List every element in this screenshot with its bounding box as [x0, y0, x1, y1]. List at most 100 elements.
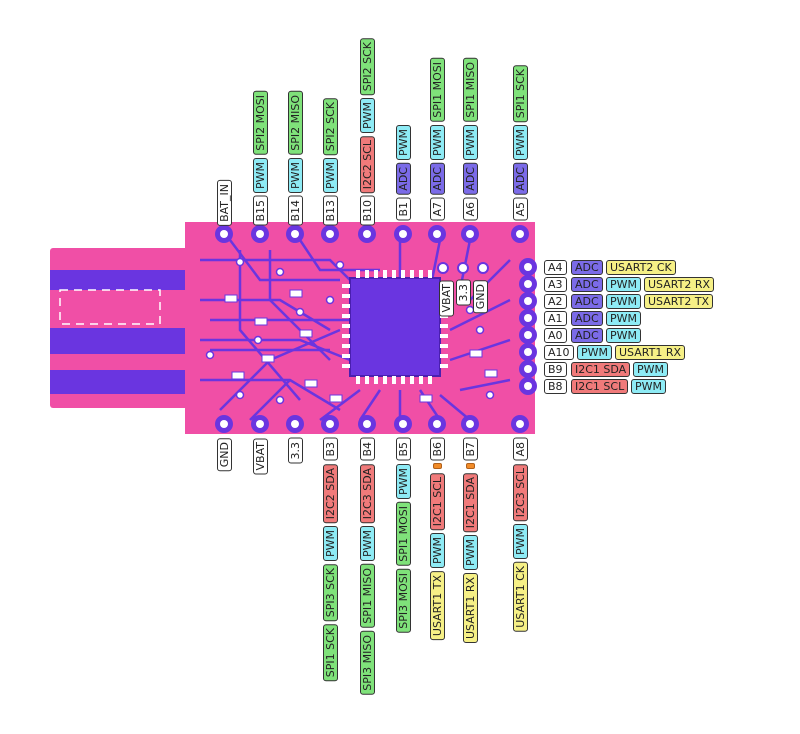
func-spi3-mosi: SPI3 MOSI	[396, 569, 411, 633]
func-adc: ADC	[513, 163, 528, 195]
func-i2c1-scl: I2C1 SCL	[571, 379, 629, 394]
chip-pin	[419, 270, 423, 278]
chip-pin	[410, 376, 414, 384]
func-pwm: PWM	[606, 294, 642, 309]
func-pwm: PWM	[360, 526, 375, 562]
chip-pin	[428, 376, 432, 384]
func-usart1-rx: USART1 RX	[615, 345, 685, 360]
pin-marker	[466, 463, 475, 469]
func-pwm: PWM	[288, 158, 303, 194]
func-usart1-ck: USART1 CK	[513, 562, 528, 632]
chip-pin	[440, 344, 448, 348]
bottom-pad-hole	[399, 420, 407, 428]
func-pwm: PWM	[463, 535, 478, 571]
smd-component	[261, 354, 275, 363]
pin-label-b10: B10	[360, 196, 375, 226]
func-spi2-miso: SPI2 MISO	[288, 91, 303, 155]
func-pwm: PWM	[323, 158, 338, 194]
side-pad-hole	[524, 365, 532, 373]
func-adc: ADC	[571, 328, 603, 343]
smd-component	[484, 369, 498, 378]
chip-pin	[440, 364, 448, 368]
pin-label-vbat: VBAT	[253, 438, 268, 475]
usb-stripe	[50, 370, 200, 394]
usb-stripe	[50, 270, 200, 290]
pin-label-b1: B1	[396, 198, 411, 221]
func-pwm: PWM	[396, 125, 411, 161]
pin-label-gnd: GND	[217, 438, 232, 472]
func-pwm: PWM	[430, 533, 445, 569]
func-pwm: PWM	[253, 158, 268, 194]
chip-pin	[342, 284, 350, 288]
top-pad-hole	[466, 230, 474, 238]
trace	[449, 298, 511, 332]
top-pad-hole	[433, 230, 441, 238]
func-spi1-miso: SPI1 MISO	[463, 58, 478, 122]
func-pwm: PWM	[323, 526, 338, 562]
func-i2c2-sda: I2C2 SDA	[323, 464, 338, 524]
pin-label-a2: A2	[544, 294, 567, 309]
pin-label-b8: B8	[544, 379, 567, 394]
chip-pin	[401, 376, 405, 384]
func-usart2-ck: USART2 CK	[606, 260, 676, 275]
pin-label-a3: A3	[544, 277, 567, 292]
chip-pin	[342, 304, 350, 308]
top-pad-hole	[399, 230, 407, 238]
smd-component	[469, 349, 483, 358]
pin-label-b13: B13	[323, 196, 338, 226]
func-pwm: PWM	[513, 125, 528, 161]
func-adc: ADC	[463, 163, 478, 195]
side-pad-hole	[524, 263, 532, 271]
bottom-pad-hole	[256, 420, 264, 428]
chip-pin	[365, 270, 369, 278]
func-pwm: PWM	[577, 345, 613, 360]
bottom-pad-hole	[220, 420, 228, 428]
chip-pin	[342, 344, 350, 348]
side-pad-hole	[524, 348, 532, 356]
func-pwm: PWM	[430, 125, 445, 161]
func-spi1-sck: SPI1 SCK	[513, 65, 528, 123]
mcu-chip	[349, 277, 441, 377]
bottom-pad-hole	[466, 420, 474, 428]
trace	[268, 250, 331, 361]
func-adc: ADC	[571, 277, 603, 292]
pin-label-b4: B4	[360, 438, 375, 461]
side-pad-hole	[524, 280, 532, 288]
func-spi1-mosi: SPI1 MOSI	[396, 502, 411, 566]
smd-component	[419, 394, 433, 403]
pin-label-b7: B7	[463, 438, 478, 461]
pin-label-b15: B15	[253, 196, 268, 226]
bottom-pad-hole	[363, 420, 371, 428]
smd-component	[299, 329, 313, 338]
func-pwm: PWM	[606, 277, 642, 292]
func-i2c1-sda: I2C1 SDA	[463, 473, 478, 533]
func-pwm: PWM	[606, 328, 642, 343]
chip-pin	[401, 270, 405, 278]
silk-3v3-label: 3.3	[456, 280, 471, 306]
silk-vbat-label: VBAT	[439, 280, 454, 317]
pin-label-b9: B9	[544, 362, 567, 377]
pin-label-3-3: 3.3	[288, 438, 303, 464]
pin-label-b14: B14	[288, 196, 303, 226]
trace	[200, 338, 351, 362]
via	[253, 335, 263, 345]
pin-label-bat-in: BAT_IN	[217, 180, 232, 226]
chip-pin	[342, 314, 350, 318]
top-pad-hole	[326, 230, 334, 238]
header-hole	[437, 262, 449, 274]
via	[235, 257, 245, 267]
via	[275, 267, 285, 277]
chip-pin	[383, 376, 387, 384]
chip-pin	[365, 376, 369, 384]
bottom-pad-hole	[516, 420, 524, 428]
side-pad-hole	[524, 297, 532, 305]
header-hole	[457, 262, 469, 274]
func-spi2-mosi: SPI2 MOSI	[253, 91, 268, 155]
func-adc: ADC	[396, 163, 411, 195]
trace	[238, 250, 301, 401]
chip-pin	[374, 376, 378, 384]
chip-pin	[374, 270, 378, 278]
via	[335, 260, 345, 270]
